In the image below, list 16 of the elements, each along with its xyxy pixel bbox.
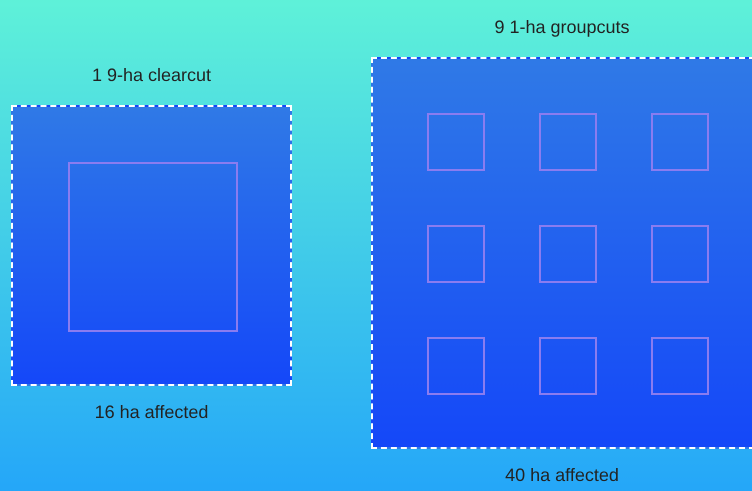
- cut-square: [539, 113, 597, 171]
- cut-square: [427, 113, 485, 171]
- forest-area: [11, 105, 292, 386]
- cut-square: [427, 225, 485, 283]
- cut-square: [539, 225, 597, 283]
- cut-square: [68, 162, 238, 332]
- area-caption: 16 ha affected: [94, 402, 208, 423]
- cut-square: [651, 225, 709, 283]
- area-heading: 1 9-ha clearcut: [92, 65, 212, 86]
- area-heading: 9 1-ha groupcuts: [494, 17, 630, 38]
- forest-area: [371, 57, 752, 449]
- cut-square: [651, 337, 709, 395]
- area-caption: 40 ha affected: [505, 465, 619, 486]
- cut-square: [651, 113, 709, 171]
- cut-square: [539, 337, 597, 395]
- cut-square: [427, 337, 485, 395]
